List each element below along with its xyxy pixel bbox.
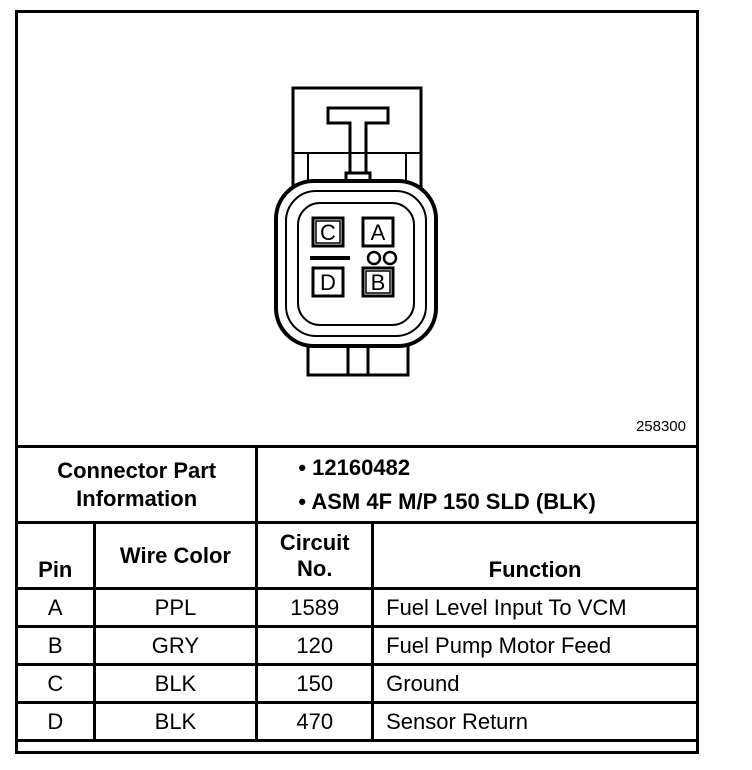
col-header-circuit: Circuit No.: [255, 521, 375, 590]
pin-cell: D: [15, 701, 96, 742]
pin-label-b: B: [371, 270, 386, 295]
connector-diagram: C A D B 258300: [18, 13, 696, 445]
pin-cell: B: [15, 625, 96, 666]
part-number: • 12160482: [298, 454, 411, 480]
pin-label-c: C: [320, 220, 336, 245]
circuit-cell: 1589: [255, 587, 375, 628]
table-row: D BLK 470 Sensor Return: [15, 701, 699, 742]
col-header-function: Function: [371, 521, 699, 590]
part-info-values: • 12160482 • ASM 4F M/P 150 SLD (BLK): [255, 445, 699, 524]
figure-id: 258300: [635, 418, 686, 435]
connector-drawing: C A D B: [274, 86, 438, 377]
function-cell: Fuel Pump Motor Feed: [371, 625, 699, 666]
circuit-cell: 150: [255, 663, 375, 704]
pin-label-d: D: [320, 270, 336, 295]
part-description: • ASM 4F M/P 150 SLD (BLK): [298, 488, 596, 514]
wire-color-cell: BLK: [92, 701, 259, 742]
table-row: B GRY 120 Fuel Pump Motor Feed: [15, 625, 699, 666]
pin-cell: C: [15, 663, 96, 704]
circuit-cell: 120: [255, 625, 375, 666]
wire-color-cell: GRY: [92, 625, 259, 666]
col-header-pin: Pin: [15, 521, 96, 590]
table-row: A PPL 1589 Fuel Level Input To VCM: [15, 587, 699, 628]
table-row: C BLK 150 Ground: [15, 663, 699, 704]
col-header-wire-color: Wire Color: [92, 521, 259, 590]
wire-color-cell: PPL: [92, 587, 259, 628]
pin-label-a: A: [371, 220, 386, 245]
connector-table: Connector Part Information • 12160482 • …: [14, 445, 699, 742]
wire-color-cell: BLK: [92, 663, 259, 704]
function-cell: Fuel Level Input To VCM: [371, 587, 699, 628]
function-cell: Sensor Return: [371, 701, 699, 742]
part-info-label: Connector Part Information: [14, 445, 259, 524]
document-frame: C A D B 258300 Connector Part Informatio…: [14, 10, 699, 754]
function-cell: Ground: [371, 663, 699, 704]
circuit-cell: 470: [255, 701, 375, 742]
pin-cell: A: [15, 587, 96, 628]
